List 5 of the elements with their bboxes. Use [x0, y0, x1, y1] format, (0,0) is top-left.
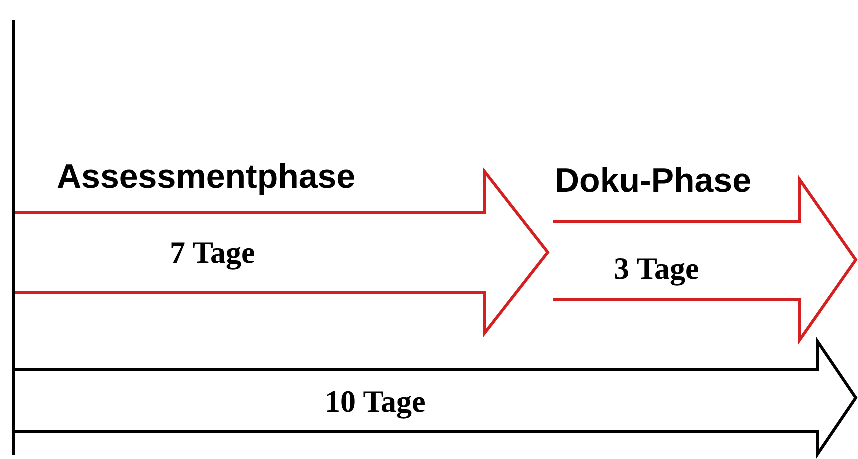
- duration-label: 7 Tage: [170, 237, 256, 268]
- phase-title: Assessmentphase: [57, 160, 356, 194]
- duration-label: 10 Tage: [325, 386, 426, 417]
- duration-label: 3 Tage: [614, 253, 700, 284]
- phase-title: Doku-Phase: [555, 164, 752, 198]
